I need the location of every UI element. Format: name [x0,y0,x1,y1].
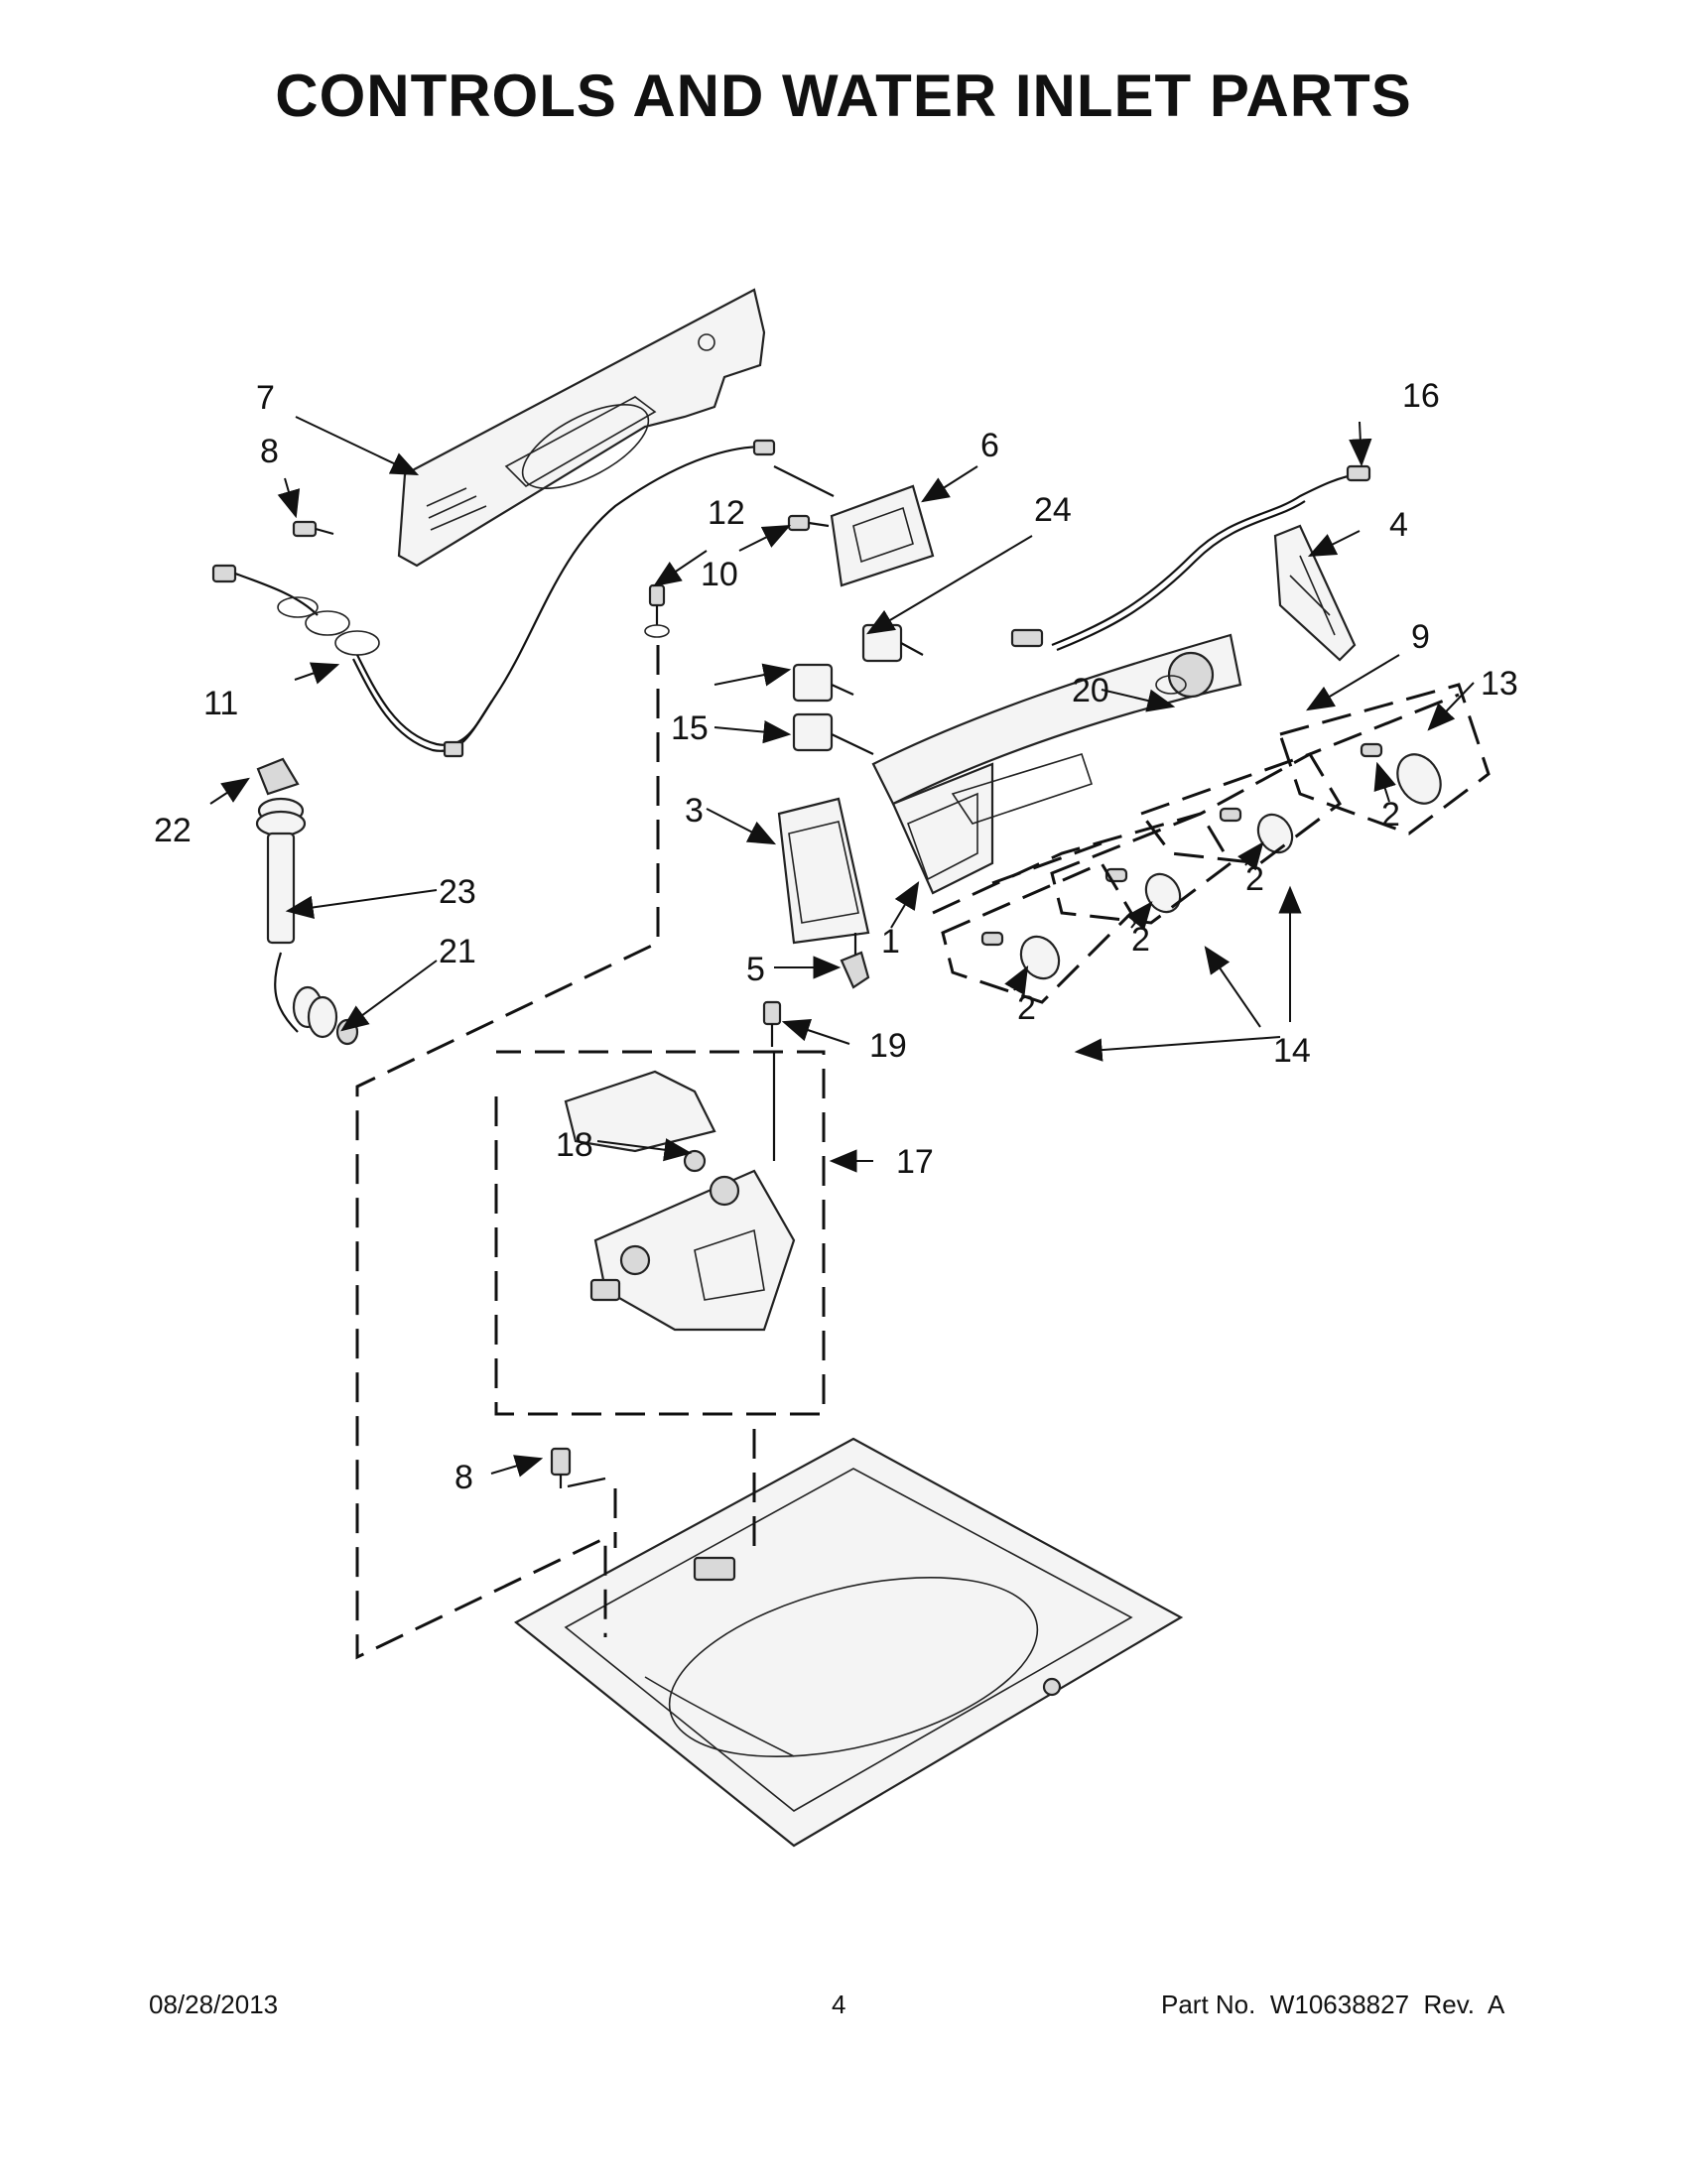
callout-8-top: 8 [260,433,279,470]
switches [792,623,924,755]
callout-12: 12 [708,494,745,532]
callout-13: 13 [1481,665,1518,703]
dispenser-cover [777,797,870,945]
clip-5 [840,933,870,989]
callout-21: 21 [439,933,476,970]
screw-8-bottom [550,1447,606,1488]
callout-3: 3 [685,792,704,830]
rear-console-panel [397,288,766,568]
callout-19: 19 [869,1027,907,1065]
callout-7: 7 [256,379,275,417]
footer-page-number: 4 [832,1990,846,2019]
callout-9: 9 [1411,618,1430,656]
callout-11: 11 [203,685,238,722]
callout-2-d: 2 [1381,796,1400,834]
callout-17: 17 [896,1143,934,1181]
callout-15: 15 [671,709,709,747]
callout-10: 10 [701,556,738,593]
connection-lines [355,645,1103,1660]
callout-22: 22 [154,812,192,849]
callout-6: 6 [980,427,999,464]
callout-18: 18 [556,1126,593,1164]
page-title: CONTROLS AND WATER INLET PARTS [275,63,1412,129]
callout-16: 16 [1402,377,1440,415]
inlet-hose [255,757,359,1046]
footer-date: 08/28/2013 [149,1990,279,2019]
user-interface-board [773,465,935,587]
screw-12 [644,583,670,638]
callout-14: 14 [1273,1032,1311,1070]
screw-19 [762,1000,782,1047]
callout-2-b: 2 [1131,921,1150,959]
callout-5: 5 [746,951,765,988]
callout-1: 1 [881,923,900,961]
callout-8-bottom: 8 [454,1459,473,1496]
screw-8-top [292,520,334,538]
callout-23: 23 [439,873,476,911]
water-valve-assembly [494,1050,826,1416]
callout-20: 20 [1072,672,1109,709]
bracket-4 [1273,524,1357,662]
callout-leaders [209,416,1475,1477]
knobs [980,742,1442,980]
console [871,633,1242,895]
washer-top-base [514,1437,1184,1848]
screw-10 [787,514,830,532]
callout-2-c: 2 [1245,860,1264,898]
wire-harness [211,439,776,758]
callout-numbers: 7 8 6 12 10 24 16 4 9 20 13 11 15 3 22 2… [154,377,1518,1496]
footer-part-number: Part No. W10638827 Rev. A [1161,1990,1505,2019]
callout-24: 24 [1034,491,1072,529]
callout-2-a: 2 [1017,989,1036,1027]
callout-4: 4 [1389,506,1408,544]
